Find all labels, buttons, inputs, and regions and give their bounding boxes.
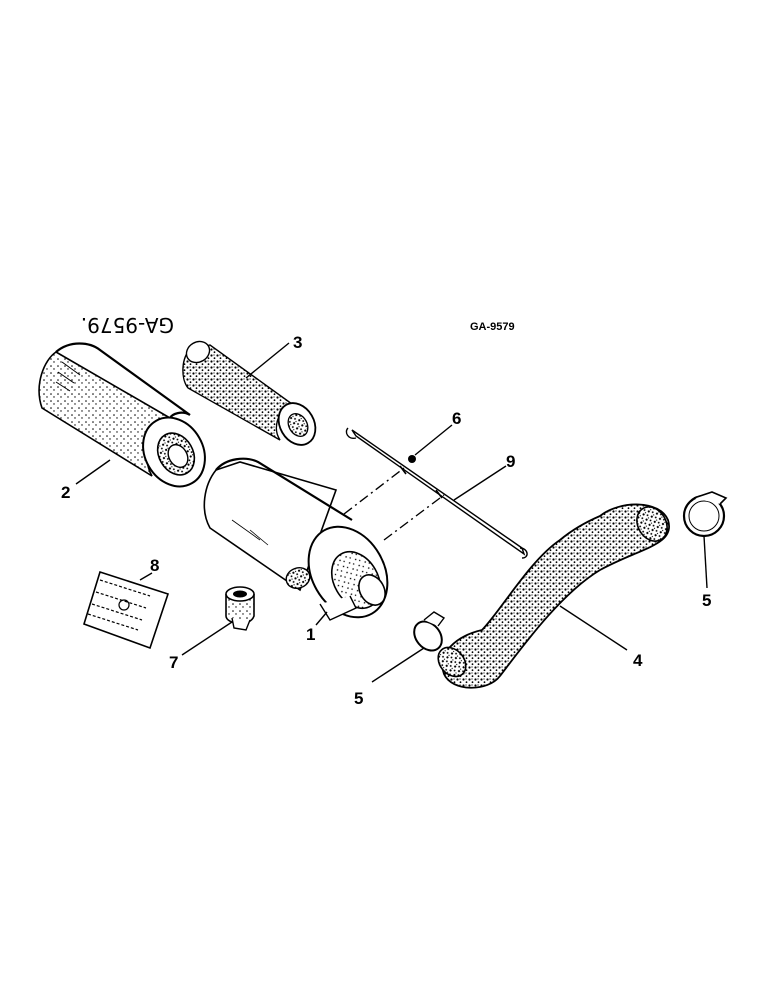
- drawing-code: GA-9579: [470, 321, 515, 333]
- callout-5-left: 5: [354, 689, 363, 708]
- outer-filter-element: [38, 342, 206, 488]
- callout-6: 6: [452, 409, 461, 428]
- leader-3: [245, 342, 290, 379]
- leader-6: [414, 424, 453, 456]
- assembly-line-9: [383, 494, 445, 541]
- callout-7: 7: [169, 653, 178, 672]
- service-decal: [83, 570, 170, 650]
- leader-2: [75, 459, 111, 485]
- leader-lines: [75, 342, 708, 683]
- drawing-code-mirrored: GA-9579.: [81, 313, 174, 337]
- intake-hose: [437, 503, 671, 689]
- callout-9: 9: [506, 452, 515, 471]
- restriction-indicator: [225, 586, 255, 631]
- leader-8: [139, 572, 153, 581]
- leader-5-right: [703, 535, 708, 589]
- callout-4: 4: [633, 651, 643, 670]
- drawing-code-mirrored-text: GA-9579.: [81, 313, 174, 337]
- callout-2: 2: [61, 483, 70, 502]
- strap-bolt: [408, 455, 416, 463]
- leader-7: [181, 621, 233, 656]
- callout-8: 8: [150, 556, 159, 575]
- callout-1: 1: [306, 625, 315, 644]
- callout-5-right: 5: [702, 591, 711, 610]
- assembly-line-6: [343, 467, 405, 515]
- leader-1: [315, 611, 328, 626]
- leader-9: [453, 465, 507, 501]
- hose-clamp-left: [413, 611, 446, 652]
- air-cleaner-housing: [203, 457, 389, 621]
- leader-5-left: [371, 647, 425, 683]
- hose-clamp-right: [682, 491, 728, 538]
- leader-4: [559, 605, 628, 651]
- inner-safety-element: [182, 340, 317, 446]
- mounting-strap: [345, 427, 528, 559]
- callout-3: 3: [293, 333, 302, 352]
